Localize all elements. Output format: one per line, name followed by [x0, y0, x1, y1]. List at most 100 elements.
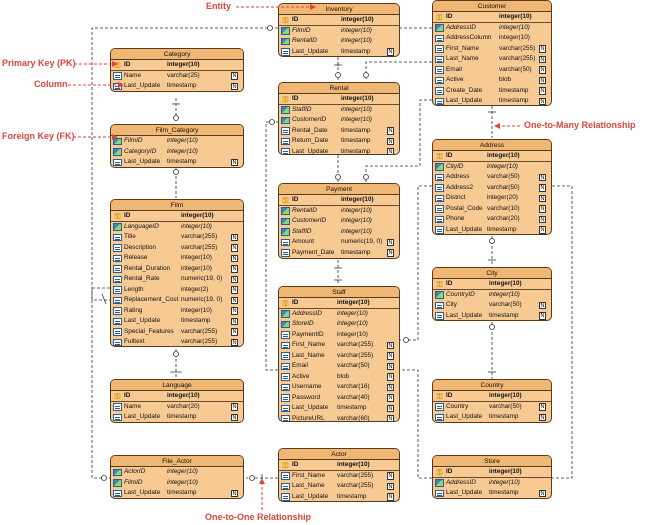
column-name: ID [292, 196, 299, 203]
column-type: varchar(255) [181, 338, 218, 345]
